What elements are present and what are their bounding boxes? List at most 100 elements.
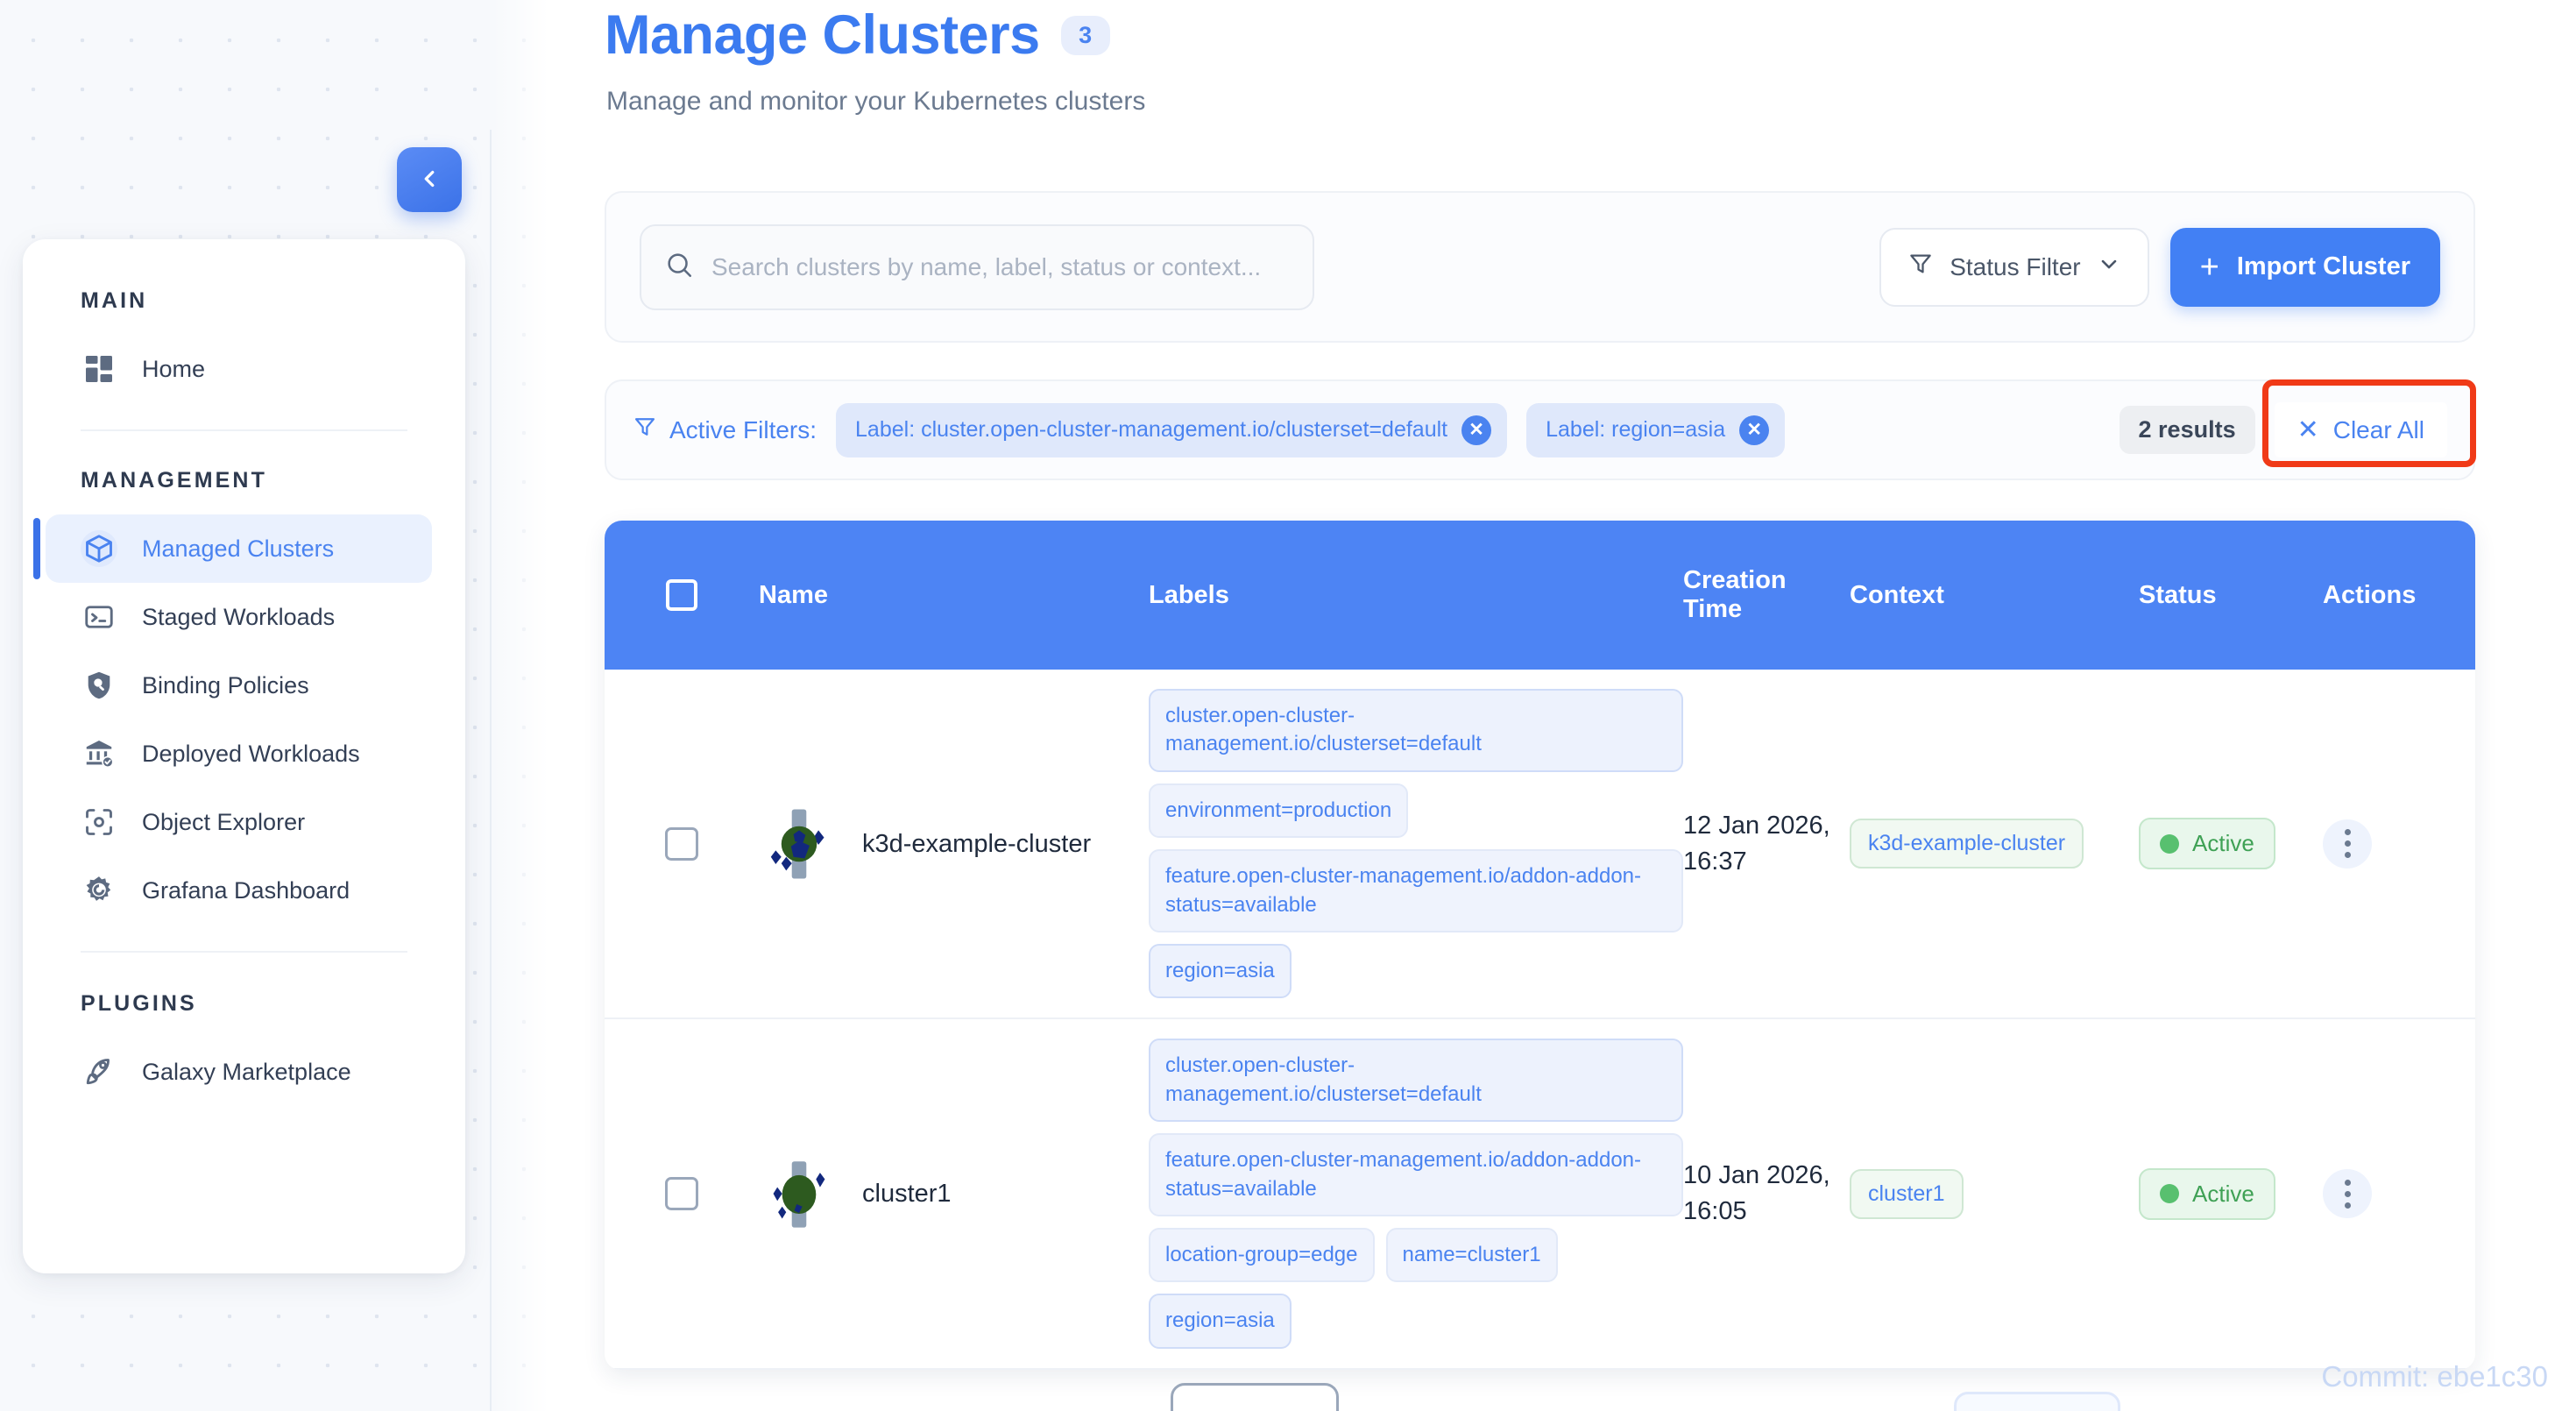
sidebar-section-title: MAIN bbox=[81, 288, 148, 313]
search-input[interactable] bbox=[711, 252, 1290, 281]
cluster-actions-cell bbox=[2323, 1169, 2475, 1219]
search-icon bbox=[664, 250, 694, 284]
sidebar-section-title: PLUGINS bbox=[81, 991, 197, 1016]
import-cluster-label: Import Cluster bbox=[2236, 252, 2410, 280]
terminal-icon bbox=[81, 599, 117, 635]
filter-chip[interactable]: Label: cluster.open-cluster-management.i… bbox=[836, 402, 1508, 457]
sidebar-item-label: Object Explorer bbox=[142, 808, 306, 835]
cluster-context-cell: cluster1 bbox=[1850, 1168, 2139, 1219]
cluster-label-chip[interactable]: region=asia bbox=[1149, 943, 1292, 999]
context-badge[interactable]: k3d-example-cluster bbox=[1850, 819, 2084, 869]
active-filters-bar: Active Filters: Label: cluster.open-clus… bbox=[605, 379, 2477, 480]
sidebar-section-main: MAIN Home bbox=[23, 239, 465, 431]
cluster-actions-cell bbox=[2323, 819, 2475, 869]
active-filters-label: Active Filters: bbox=[669, 415, 817, 443]
cluster-count-badge: 3 bbox=[1060, 15, 1110, 55]
column-header-name[interactable]: Name bbox=[759, 580, 828, 609]
filter-chip[interactable]: Label: region=asia ✕ bbox=[1526, 402, 1786, 457]
cluster-status-cell: Active bbox=[2139, 1167, 2323, 1220]
column-header-labels[interactable]: Labels bbox=[1149, 580, 1229, 609]
table-row: k3d-example-cluster cluster.open-cluster… bbox=[605, 670, 2475, 1020]
sidebar-divider bbox=[490, 130, 492, 1411]
cluster-label-chip[interactable]: environment=production bbox=[1149, 783, 1409, 839]
cluster-avatar bbox=[759, 804, 839, 884]
sidebar-section-management: MANAGEMENT Managed Clusters Staged Workl… bbox=[23, 431, 465, 953]
select-all-cell bbox=[605, 579, 759, 611]
dashboard-grid-icon bbox=[81, 351, 117, 387]
cluster-label-chip[interactable]: feature.open-cluster-management.io/addon… bbox=[1149, 849, 1683, 932]
cluster-context-cell: k3d-example-cluster bbox=[1850, 819, 2139, 869]
cluster-name[interactable]: k3d-example-cluster bbox=[862, 829, 1092, 858]
sidebar-item-label: Managed Clusters bbox=[142, 535, 335, 562]
row-checkbox[interactable] bbox=[665, 1177, 698, 1211]
search-box[interactable] bbox=[640, 223, 1314, 310]
status-label: Active bbox=[2192, 830, 2254, 857]
cluster-label-chip[interactable]: region=asia bbox=[1149, 1294, 1292, 1349]
clear-all-label: Clear All bbox=[2332, 415, 2424, 443]
sidebar-item-deployed-workloads[interactable]: Deployed Workloads bbox=[46, 720, 432, 788]
close-circle-icon[interactable]: ✕ bbox=[1461, 415, 1492, 445]
cluster-name[interactable]: cluster1 bbox=[862, 1179, 952, 1208]
cluster-label-chip[interactable]: cluster.open-cluster-management.io/clust… bbox=[1149, 689, 1683, 772]
column-header-status[interactable]: Status bbox=[2139, 580, 2217, 609]
import-cluster-button[interactable]: + Import Cluster bbox=[2169, 227, 2440, 307]
table-row: cluster1 cluster.open-cluster-management… bbox=[605, 1019, 2475, 1370]
status-filter-dropdown[interactable]: Status Filter bbox=[1879, 227, 2149, 307]
sidebar-section-title: MANAGEMENT bbox=[81, 468, 267, 493]
cluster-label-chip[interactable]: name=cluster1 bbox=[1385, 1227, 1558, 1283]
status-filter-label: Status Filter bbox=[1950, 252, 2081, 280]
sidebar-item-staged-workloads[interactable]: Staged Workloads bbox=[46, 583, 432, 651]
sidebar-separator bbox=[81, 429, 407, 431]
cluster-label-chip[interactable]: feature.open-cluster-management.io/addon… bbox=[1149, 1133, 1683, 1216]
status-label: Active bbox=[2192, 1180, 2254, 1207]
filter-chip-label: Label: region=asia bbox=[1546, 417, 1726, 442]
rocket-icon bbox=[81, 1053, 117, 1090]
plus-icon: + bbox=[2199, 248, 2219, 286]
bottom-chip-partial[interactable] bbox=[1954, 1392, 2120, 1411]
sidebar-item-managed-clusters[interactable]: Managed Clusters bbox=[33, 514, 432, 583]
sidebar-separator bbox=[81, 951, 407, 953]
sidebar-item-grafana-dashboard[interactable]: Grafana Dashboard bbox=[46, 856, 432, 925]
cube-icon bbox=[81, 530, 117, 567]
page-title: Manage Clusters bbox=[605, 4, 1040, 66]
kebab-menu-icon[interactable] bbox=[2323, 819, 2372, 869]
toolbar-panel: Status Filter + Import Cluster bbox=[605, 191, 2475, 343]
sidebar: MAIN Home MANAGEMENT Managed Clusters bbox=[23, 239, 465, 1273]
status-dot-icon bbox=[2160, 833, 2179, 854]
sidebar-item-label: Deployed Workloads bbox=[142, 740, 360, 767]
results-count: 2 results bbox=[2119, 406, 2255, 454]
column-header-context[interactable]: Context bbox=[1850, 580, 1944, 609]
sidebar-item-home[interactable]: Home bbox=[46, 335, 432, 403]
pagination-control-partial[interactable] bbox=[1171, 1383, 1339, 1411]
cluster-status-cell: Active bbox=[2139, 818, 2323, 870]
status-badge: Active bbox=[2139, 818, 2275, 870]
funnel-icon bbox=[1907, 251, 1934, 283]
page-header: Manage Clusters 3 bbox=[548, 4, 2576, 67]
sidebar-item-object-explorer[interactable]: Object Explorer bbox=[46, 788, 432, 856]
page-subtitle: Manage and monitor your Kubernetes clust… bbox=[606, 87, 1146, 116]
row-select-cell bbox=[605, 1177, 759, 1211]
sidebar-item-label: Staged Workloads bbox=[142, 603, 336, 630]
column-header-actions: Actions bbox=[2323, 580, 2417, 609]
kebab-menu-icon[interactable] bbox=[2323, 1169, 2372, 1219]
cluster-label-chip[interactable]: location-group=edge bbox=[1149, 1227, 1375, 1283]
main-content: Manage Clusters 3 Manage and monitor you… bbox=[548, 0, 2576, 1411]
bank-check-icon bbox=[81, 735, 117, 772]
row-checkbox[interactable] bbox=[665, 826, 698, 861]
sidebar-item-binding-policies[interactable]: Binding Policies bbox=[46, 651, 432, 720]
clear-all-wrapper: ✕ Clear All bbox=[2261, 379, 2477, 467]
sidebar-item-galaxy-marketplace[interactable]: Galaxy Marketplace bbox=[46, 1038, 432, 1106]
chevron-left-icon bbox=[416, 166, 442, 195]
cluster-name-cell: k3d-example-cluster bbox=[759, 804, 1149, 884]
clear-all-button[interactable]: ✕ Clear All bbox=[2274, 402, 2447, 457]
sidebar-section-plugins: PLUGINS Galaxy Marketplace bbox=[23, 953, 465, 1106]
sidebar-collapse-button[interactable] bbox=[397, 147, 462, 212]
sidebar-item-label: Galaxy Marketplace bbox=[142, 1058, 351, 1085]
cluster-label-chip[interactable]: cluster.open-cluster-management.io/clust… bbox=[1149, 1039, 1683, 1123]
shield-search-icon bbox=[81, 667, 117, 704]
sidebar-item-label: Grafana Dashboard bbox=[142, 876, 350, 904]
close-circle-icon[interactable]: ✕ bbox=[1739, 415, 1770, 445]
column-header-creation-time[interactable]: Creation Time bbox=[1683, 566, 1787, 623]
context-badge[interactable]: cluster1 bbox=[1850, 1168, 1964, 1219]
select-all-checkbox[interactable] bbox=[666, 579, 697, 611]
